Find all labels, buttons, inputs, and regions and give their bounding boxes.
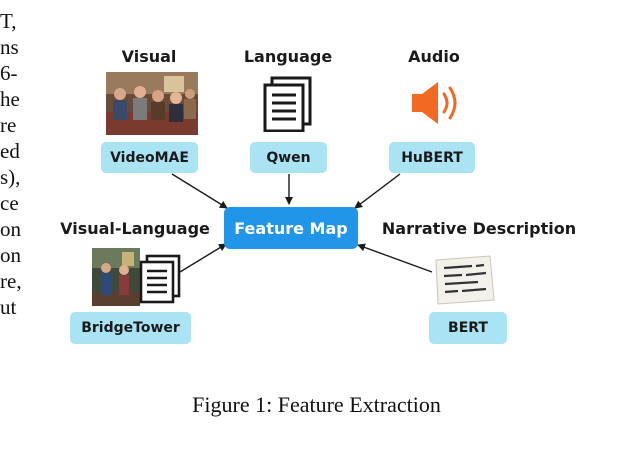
speaker-icon (412, 82, 457, 124)
body-text-line: s), (0, 165, 21, 189)
body-text-line: on (0, 243, 21, 267)
body-text-line: ed (0, 139, 20, 163)
arrow-bridgetower-to-map (179, 243, 227, 273)
body-text-line: 6- (0, 61, 18, 85)
document-icon (263, 76, 312, 132)
arrow-hubert-to-map (354, 173, 401, 209)
body-text-line: re, (0, 269, 22, 293)
model-chip-qwen: Qwen (250, 142, 327, 173)
figure-caption: Figure 1: Feature Extraction (192, 392, 441, 417)
scene-photo-icon (92, 248, 140, 306)
body-text-line: on (0, 217, 21, 241)
arrow-bert-to-map (357, 243, 433, 273)
body-text-line: ut (0, 295, 17, 319)
model-chip-bert: BERT (429, 312, 507, 344)
model-chip-hubert: HuBERT (389, 142, 475, 173)
body-text-line: ce (0, 191, 19, 215)
heading-narrative-description: Narrative Description (381, 219, 577, 238)
feature-map-node: Feature Map (224, 207, 358, 249)
body-text-line: he (0, 87, 20, 111)
body-text-line: re (0, 113, 17, 137)
body-text-line: ns (0, 35, 19, 59)
heading-audio: Audio (408, 47, 460, 66)
text-note-icon (435, 255, 495, 305)
heading-language: Language (243, 47, 333, 66)
tv-scene-photo-icon (106, 72, 198, 135)
body-text-line: T, (0, 9, 17, 33)
model-chip-videomae: VideoMAE (101, 142, 198, 173)
heading-visual: Visual (121, 47, 177, 66)
heading-visual-language: Visual-Language (60, 219, 210, 238)
document-icon-small (139, 254, 181, 304)
model-chip-bridgetower: BridgeTower (70, 312, 191, 344)
arrow-videomae-to-map (171, 173, 228, 209)
